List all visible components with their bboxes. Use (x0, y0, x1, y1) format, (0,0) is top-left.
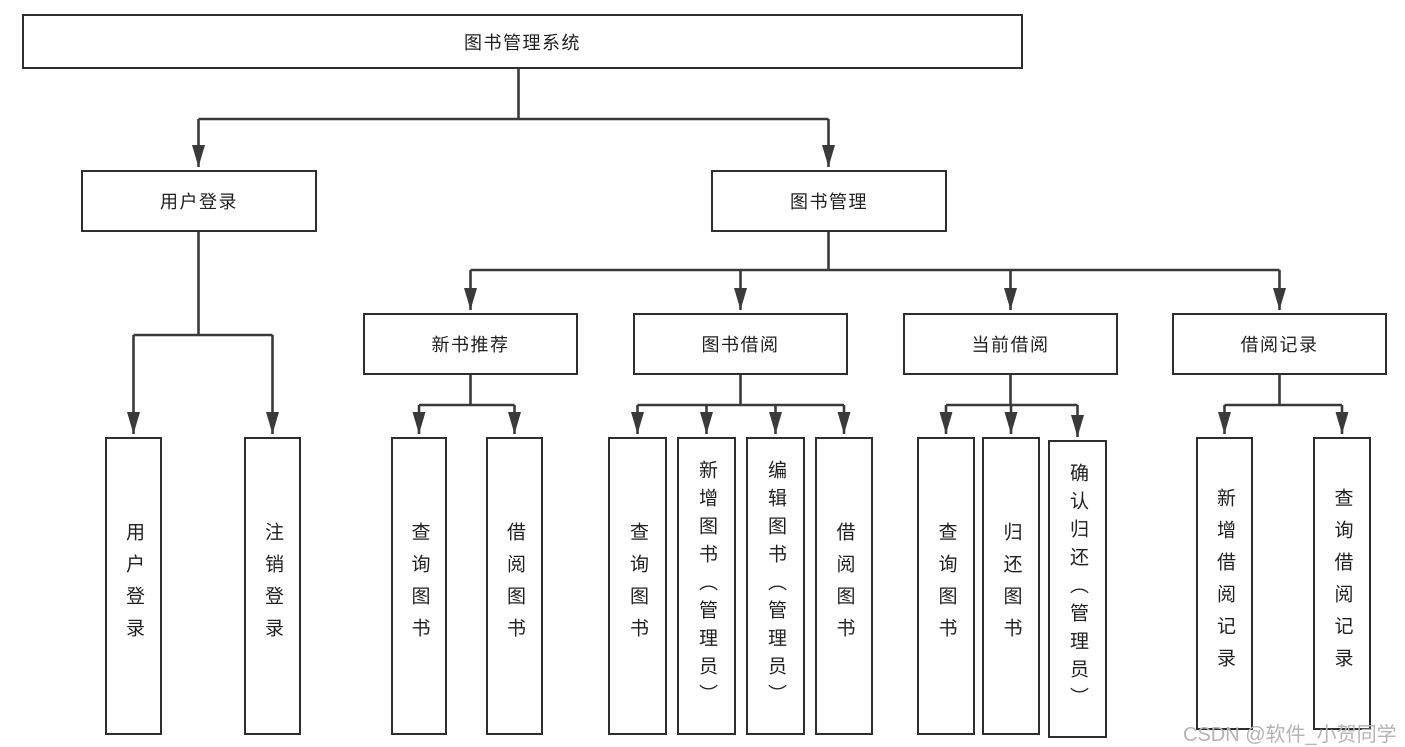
node-book-management: 图书管理 (711, 170, 947, 232)
leaf-cb-confirm-label: 确认归还（管理员） (1067, 463, 1088, 715)
node-current-borrow: 当前借阅 (903, 313, 1118, 375)
leaf-cb-query-label: 查询图书 (935, 522, 957, 650)
leaf-nb-query: 查询图书 (391, 437, 447, 735)
leaf-bb-edit-label: 编辑图书（管理员） (765, 460, 786, 712)
node-borrow-records-label: 借阅记录 (1240, 335, 1319, 355)
node-book-management-label: 图书管理 (790, 192, 868, 212)
leaf-bb-query-label: 查询图书 (627, 522, 648, 650)
leaf-cb-return-label: 归还图书 (1000, 522, 1022, 650)
leaf-nb-query-label: 查询图书 (408, 522, 430, 650)
leaf-cb-query: 查询图书 (917, 437, 975, 735)
node-book-borrow-label: 图书借阅 (701, 335, 780, 355)
leaf-nb-borrow-label: 借阅图书 (504, 522, 525, 650)
node-current-borrow-label: 当前借阅 (971, 335, 1050, 355)
node-new-book-recommend-label: 新书推荐 (431, 335, 510, 355)
leaf-bb-add-label: 新增图书（管理员） (696, 460, 717, 712)
node-user-login: 用户登录 (81, 170, 317, 232)
node-root-label: 图书管理系统 (464, 32, 581, 53)
leaf-br-query-label: 查询借阅记录 (1331, 487, 1353, 680)
node-root: 图书管理系统 (22, 14, 1023, 69)
leaf-br-add-label: 新增借阅记录 (1214, 487, 1235, 680)
csdn-watermark: CSDN @软件_小贺同学 (1183, 724, 1397, 746)
leaf-bb-borrow-label: 借阅图书 (833, 522, 855, 650)
leaf-cb-confirm: 确认归还（管理员） (1048, 440, 1107, 738)
leaf-bb-add: 新增图书（管理员） (677, 437, 736, 735)
node-book-borrow: 图书借阅 (633, 313, 848, 375)
leaf-nb-borrow: 借阅图书 (486, 437, 543, 735)
leaf-user-login: 用户登录 (105, 437, 162, 735)
leaf-br-query: 查询借阅记录 (1313, 437, 1371, 730)
leaf-cb-return: 归还图书 (982, 437, 1040, 735)
leaf-logout-label: 注销登录 (262, 522, 283, 650)
node-new-book-recommend: 新书推荐 (363, 313, 578, 375)
node-borrow-records: 借阅记录 (1172, 313, 1387, 375)
node-user-login-label: 用户登录 (160, 192, 238, 212)
leaf-user-login-label: 用户登录 (123, 522, 144, 650)
leaf-br-add: 新增借阅记录 (1196, 437, 1253, 730)
leaf-logout: 注销登录 (244, 437, 301, 735)
leaf-bb-edit: 编辑图书（管理员） (746, 437, 805, 735)
leaf-bb-borrow: 借阅图书 (815, 437, 873, 735)
leaf-bb-query: 查询图书 (608, 437, 667, 735)
